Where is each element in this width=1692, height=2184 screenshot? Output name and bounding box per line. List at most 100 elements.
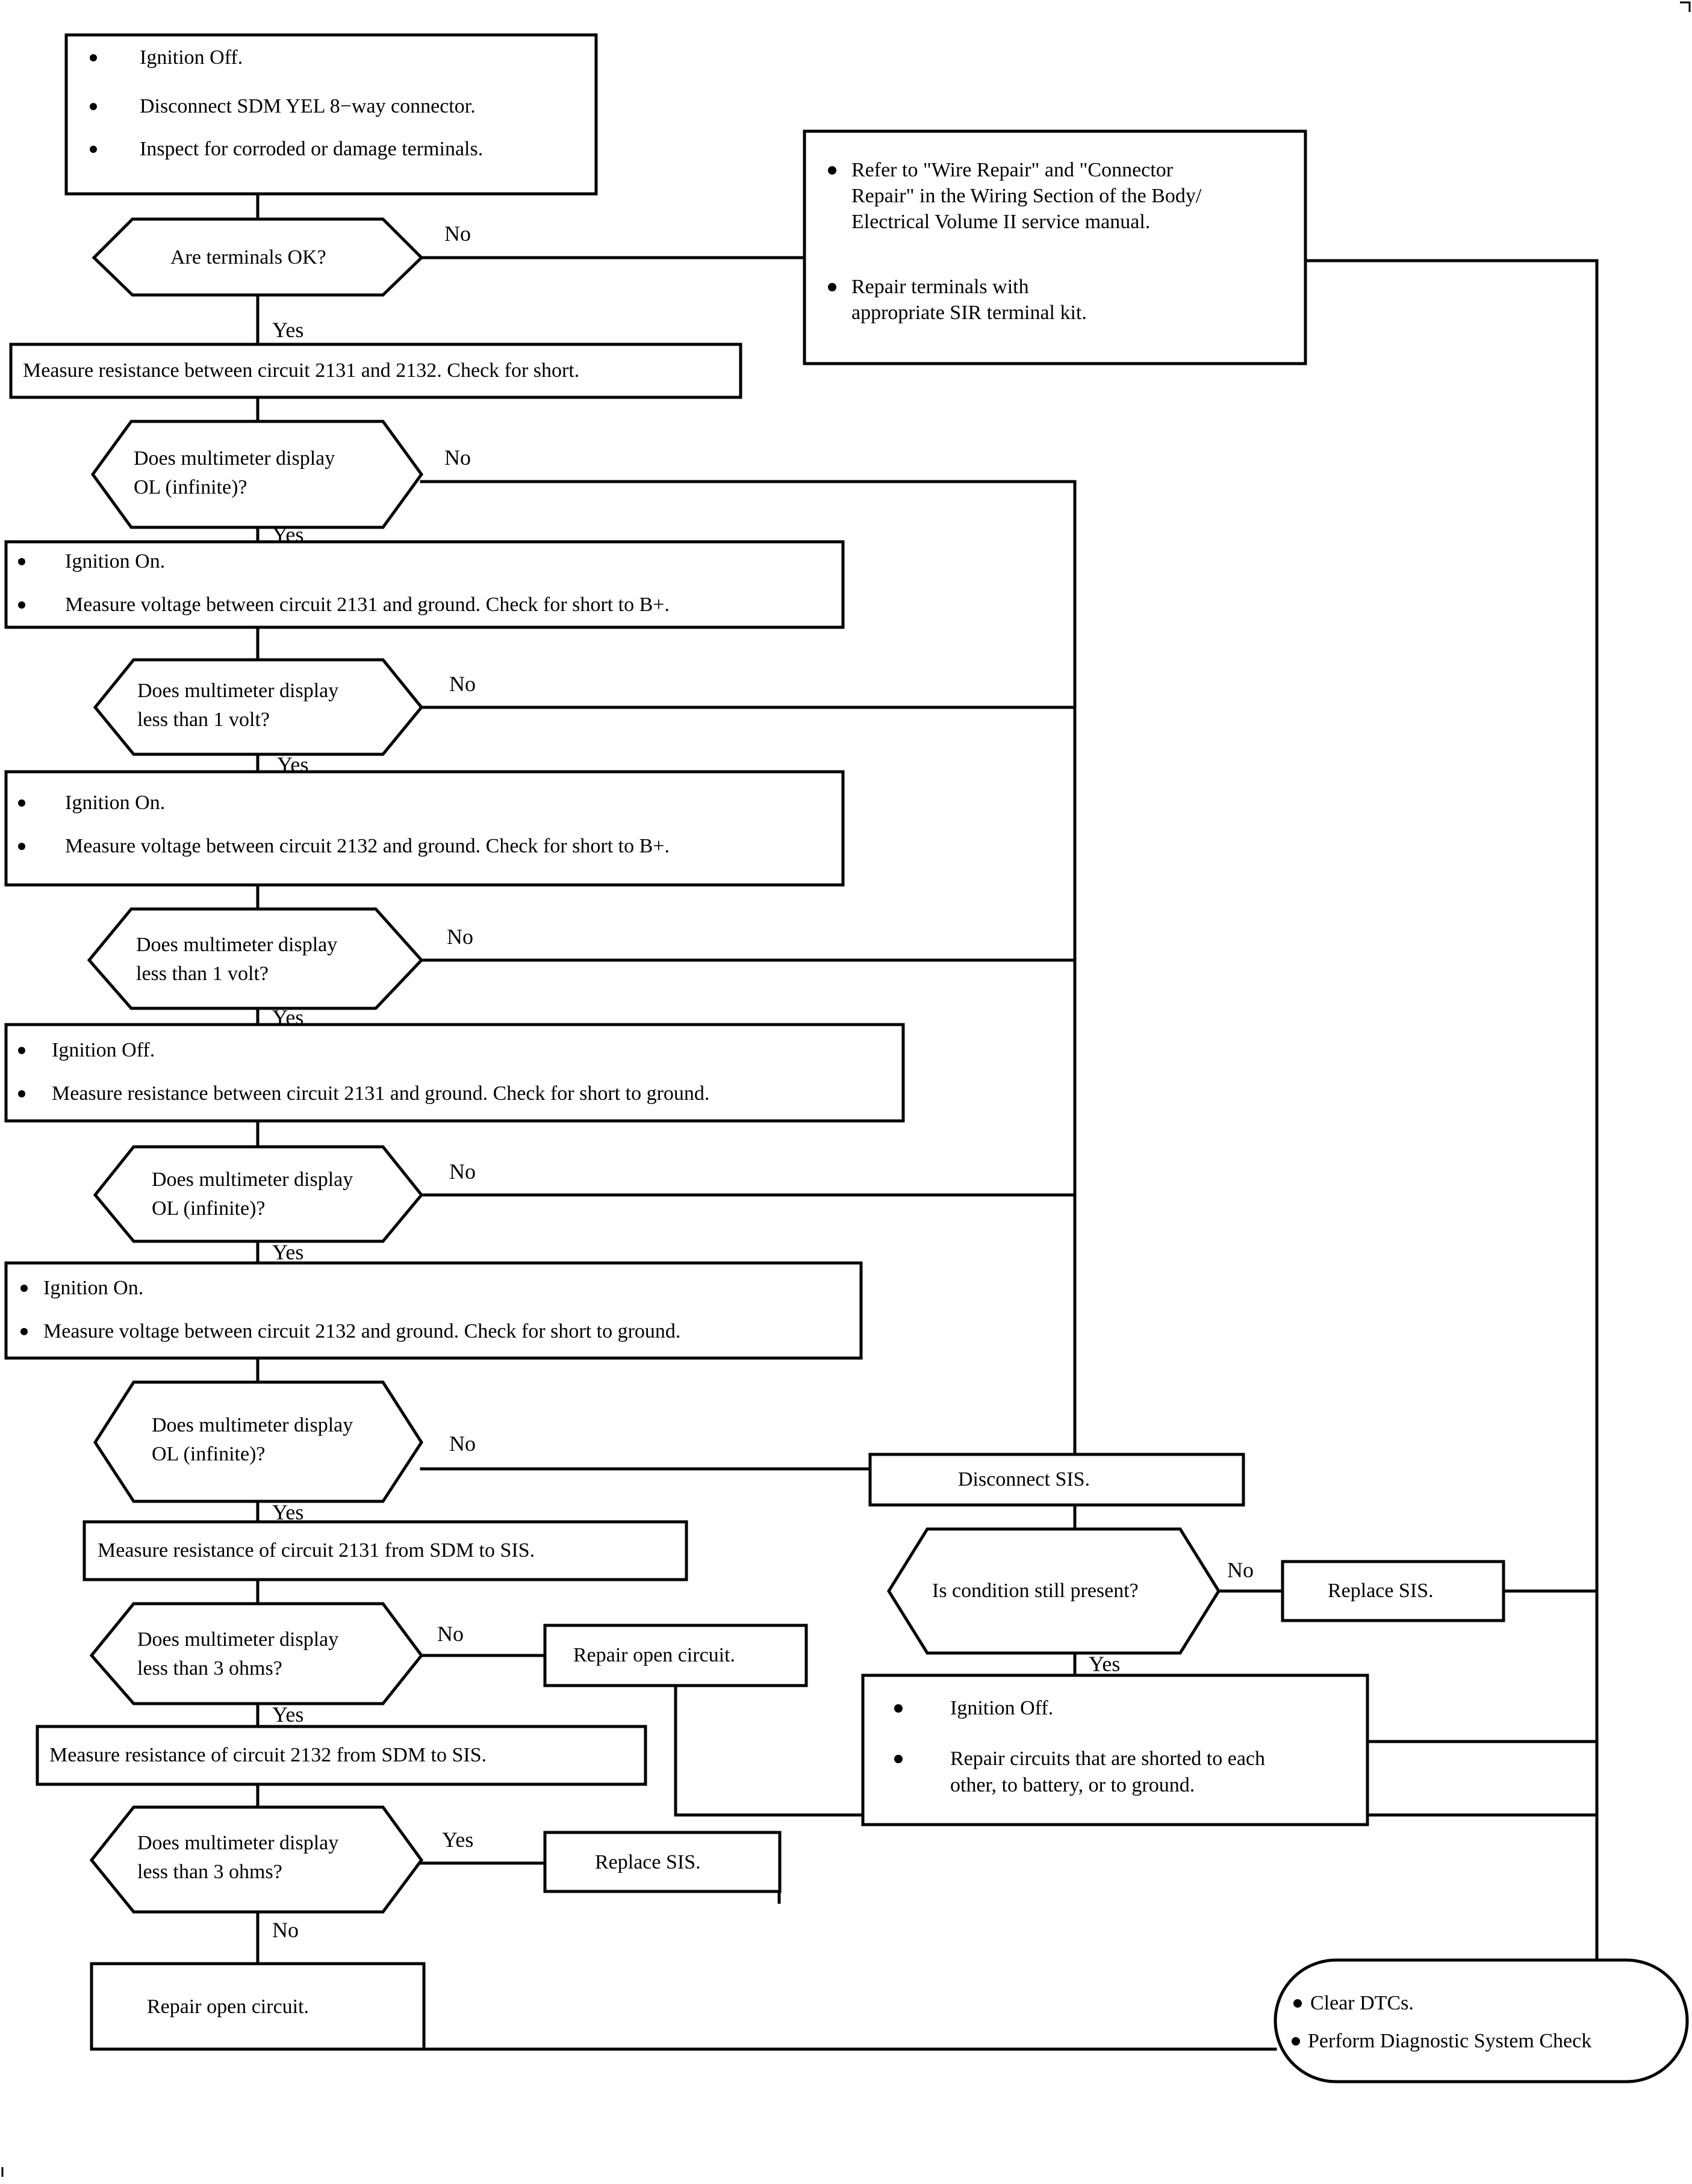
bullet-icon [18,799,25,807]
node-ignon-2132-volt-b1: Measure voltage between circuit 2132 and… [65,835,670,857]
bullet-icon [90,103,97,110]
bullet-icon [1293,1999,1302,2008]
node-replace-sis-a-label: Replace SIS. [1328,1580,1434,1602]
connector-right-trunk [1304,259,1599,1962]
bullet-icon [90,146,97,153]
node-ignoff-2131-res-box [4,1023,905,1123]
node-repair-terminals-b0-l0: Refer to "Wire Repair" and "Connector [851,159,1174,181]
node-repair-shorts-b0-l0: Ignition Off. [950,1697,1053,1719]
node-ignoff-2131-res-b1: Measure resistance between circuit 2131 … [52,1082,709,1105]
node-ol-infinite-a-l1: OL (infinite)? [134,476,247,498]
node-disconnect-sis-label: Disconnect SIS. [958,1468,1090,1491]
node-repair-open-a-label: Repair open circuit. [573,1644,735,1666]
bullet-icon [18,843,25,850]
node-repair-open-b-label: Repair open circuit. [147,1996,309,2018]
edge-label-ol-c-yes: Yes [272,1500,303,1524]
page-corner-mark-tr [1680,1,1691,12]
node-less3ohm-b-hexagon [89,1805,424,1914]
node-less3ohm-a-hexagon [89,1602,424,1705]
node-repair-open-a-box [543,1624,808,1687]
edge-label-less3ohm-b-yes: Yes [442,1828,473,1852]
bullet-icon [90,54,97,61]
bullet-icon [20,1328,28,1335]
bullet-icon [18,601,25,609]
node-less1volt-a-l1: less than 1 volt? [137,709,270,731]
node-less3ohm-b-l0: Does multimeter display [137,1832,338,1854]
node-ignon-2132-ground-b1: Measure voltage between circuit 2132 and… [43,1320,680,1342]
node-ol-infinite-b-l1: OL (infinite)? [152,1197,266,1220]
node-ol-infinite-b-l0: Does multimeter display [152,1168,353,1191]
node-less1volt-b-l0: Does multimeter display [136,934,337,956]
connector-mid-trunk [420,480,1077,1456]
node-terminals-ok-hexagon [92,217,424,297]
node-repair-terminals-b1-l1: appropriate SIR terminal kit. [851,302,1087,324]
bullet-icon [828,283,836,291]
node-ol-infinite-c-l1: OL (infinite)? [152,1443,266,1465]
node-repair-open-b-box [90,1962,426,2051]
bullet-icon [18,1090,25,1097]
node-ignon-2131-volt-b0: Ignition On. [65,550,165,572]
edge-label-condition-yes: Yes [1089,1652,1120,1676]
node-measure-2132-sdm-sis-box [36,1725,647,1786]
bullet-icon [1292,2037,1300,2046]
node-ignon-2131-volt-box [4,540,845,629]
edge-label-less1volt-b-no: No [447,925,473,949]
bullet-icon [894,1704,903,1713]
node-ol-infinite-a-l0: Does multimeter display [134,447,335,470]
node-repair-shorts-b1-l0: Repair circuits that are shorted to each [950,1748,1265,1770]
node-repair-terminals-b0-l2: Electrical Volume II service manual. [851,211,1150,233]
node-measure-2131-2132-box [9,343,742,399]
bullet-icon [20,1285,28,1292]
node-measure-2131-sdm-sis-label: Measure resistance of circuit 2131 from … [98,1539,535,1562]
node-less3ohm-a-l1: less than 3 ohms? [137,1657,282,1680]
node-replace-sis-a-box [1281,1560,1505,1622]
node-ignon-2131-volt-b1: Measure voltage between circuit 2131 and… [65,594,670,616]
node-condition-present-hexagon [887,1527,1221,1655]
node-less1volt-a-hexagon [93,658,424,756]
edge-label-less3ohm-b-no: No [272,1918,299,1942]
node-repair-terminals-box [803,129,1307,365]
bullet-icon [894,1755,903,1763]
bullet-icon [18,1047,25,1054]
node-condition-present-label: Is condition still present? [932,1580,1139,1602]
edge-label-condition-no: No [1227,1558,1254,1582]
node-start-box [64,33,598,196]
node-end-bullet-0: Clear DTCs. [1310,1992,1414,2014]
node-start-bullet-2: Inspect for corroded or damage terminals… [140,138,483,160]
node-terminals-ok-label: Are terminals OK? [170,246,326,268]
node-less1volt-b-hexagon [87,907,424,1010]
node-ol-infinite-a-hexagon [90,420,424,529]
edge-label-ol-b-yes: Yes [272,1240,303,1264]
node-replace-sis-b-box [543,1831,782,1893]
edge-label-ol-a-no: No [444,445,471,470]
node-repair-shorts-box [861,1674,1369,1826]
node-ol-infinite-c-hexagon [93,1380,423,1503]
node-measure-2131-2132-label: Measure resistance between circuit 2131 … [23,359,579,382]
node-ignon-2132-volt-b0: Ignition On. [65,792,165,814]
edge-label-terminals-ok-yes: Yes [272,318,303,342]
node-ignon-2132-ground-b0: Ignition On. [43,1277,143,1299]
node-repair-shorts-b1-l1: other, to battery, or to ground. [950,1774,1195,1796]
node-repair-terminals-b0-l1: Repair" in the Wiring Section of the Bod… [851,185,1202,207]
node-end-bullet-1: Perform Diagnostic System Check [1308,2030,1591,2052]
node-end-terminator [1274,1958,1689,2083]
node-repair-terminals-b1-l0: Repair terminals with [851,276,1029,298]
node-less1volt-b-l1: less than 1 volt? [136,963,269,985]
bullet-icon [18,558,25,565]
node-less1volt-a-l0: Does multimeter display [137,680,338,702]
node-measure-2131-sdm-sis-box [82,1520,688,1581]
node-start-bullet-0: Ignition Off. [140,46,243,69]
bullet-icon [828,166,836,175]
node-less3ohm-b-l1: less than 3 ohms? [137,1861,282,1883]
node-ignoff-2131-res-b0: Ignition Off. [52,1039,155,1061]
node-ignon-2132-ground-box [4,1261,863,1360]
node-measure-2132-sdm-sis-label: Measure resistance of circuit 2132 from … [49,1744,487,1766]
edge-label-ol-b-no: No [449,1159,476,1184]
node-ignon-2132-volt-box [4,770,845,887]
node-disconnect-sis-box [868,1453,1245,1507]
node-ol-infinite-c-l0: Does multimeter display [152,1414,353,1436]
edge-label-less1volt-a-no: No [449,672,476,696]
edge-label-ol-c-no: No [449,1432,476,1456]
edge-label-less3ohm-a-yes: Yes [272,1702,303,1726]
